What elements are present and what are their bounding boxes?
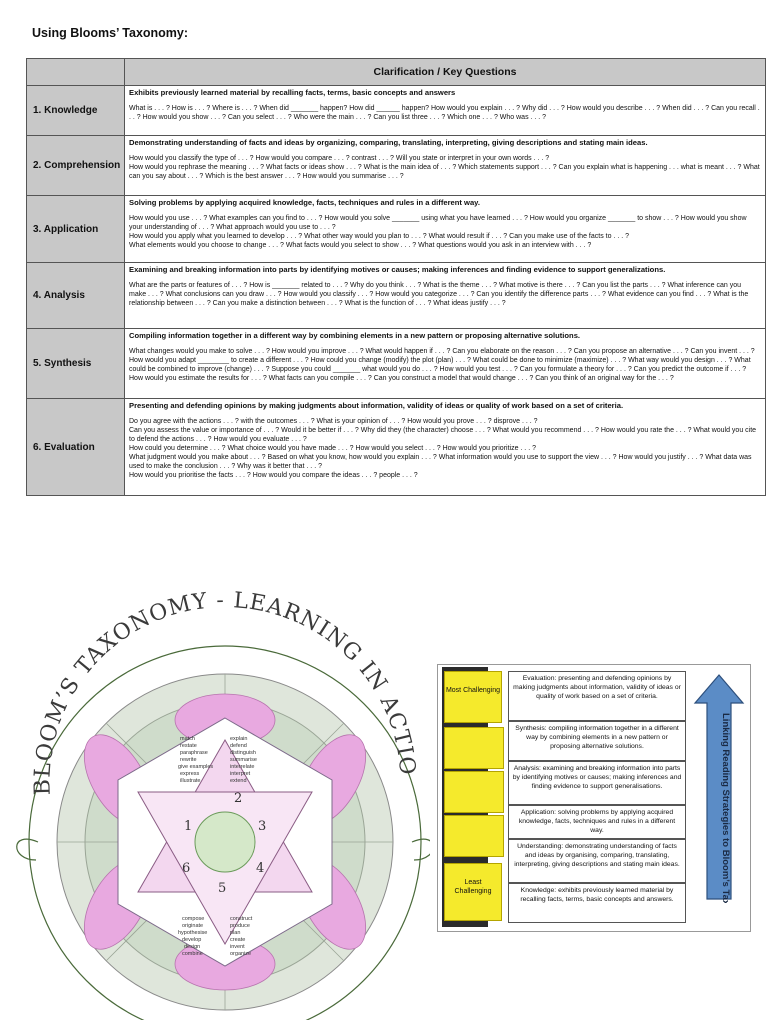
blooms-table: Clarification / Key Questions 1. Knowled… [26, 58, 766, 496]
questions: Do you agree with the actions . . . ? wi… [129, 418, 757, 479]
desc-knowledge: Exhibits previously learned material by … [124, 85, 766, 136]
wheel-words: match restate paraphrase rewrite give ex… [178, 736, 257, 957]
outer-ring [28, 645, 422, 1020]
definition: Compiling information together in a diff… [129, 331, 581, 340]
svg-text:rewrite: rewrite [180, 757, 197, 763]
level-comprehension: 2. Comprehension [26, 135, 125, 196]
panel-level-synthesis: Synthesis: compiling information togethe… [508, 721, 686, 761]
definition: Presenting and defending opinions by mak… [129, 401, 624, 410]
svg-text:hypothesise: hypothesise [178, 930, 207, 936]
level-application: 3. Application [26, 195, 125, 263]
svg-text:paraphrase: paraphrase [180, 750, 208, 756]
desc-analysis: Examining and breaking information into … [124, 262, 766, 329]
center-circle [194, 811, 256, 873]
level-knowledge: 1. Knowledge [26, 85, 125, 136]
svg-text:3: 3 [258, 819, 266, 834]
panel-level-understanding: Understanding: demonstrating understandi… [508, 839, 686, 883]
desc-comprehension: Demonstrating understanding of facts and… [124, 135, 766, 196]
svg-text:6: 6 [182, 861, 190, 876]
panel-level-knowledge: Knowledge: exhibits previously learned m… [508, 883, 686, 923]
blooms-wheel: 2 3 4 5 6 1 match restate paraphrase rew… [0, 590, 430, 1020]
svg-text:4: 4 [256, 861, 264, 876]
svg-text:restate: restate [180, 743, 197, 749]
svg-text:give examples: give examples [178, 764, 213, 770]
svg-text:illustrate: illustrate [180, 778, 200, 784]
svg-text:design: design [184, 944, 200, 950]
svg-text:produce: produce [230, 923, 250, 929]
desc-synthesis: Compiling information together in a diff… [124, 328, 766, 399]
table-row: 3. Application Solving problems by apply… [26, 195, 766, 263]
svg-text:construct: construct [230, 916, 253, 922]
level-synthesis: 5. Synthesis [26, 328, 125, 399]
arrow-label: Linking Reading Strategies to Bloom’s Ta… [720, 713, 731, 903]
svg-text:5: 5 [218, 881, 226, 896]
table-row: 2. Comprehension Demonstrating understan… [26, 135, 766, 196]
svg-text:summarise: summarise [230, 757, 257, 763]
svg-text:express: express [180, 771, 200, 777]
questions: What changes would you make to solve . .… [129, 348, 755, 382]
svg-text:1: 1 [184, 819, 192, 834]
panel-level-application: Application: solving problems by applyin… [508, 805, 686, 839]
svg-text:interrelate: interrelate [230, 764, 254, 770]
svg-text:interpret: interpret [230, 771, 251, 777]
questions: What is . . . ? How is . . . ? Where is … [129, 105, 760, 121]
svg-text:invent: invent [230, 944, 245, 950]
panel-level-analysis: Analysis: examining and breaking informa… [508, 761, 686, 805]
table-row: 5. Synthesis Compiling information toget… [26, 328, 766, 399]
svg-text:plan: plan [230, 930, 240, 936]
svg-text:organize: organize [230, 951, 251, 957]
level-evaluation: 6. Evaluation [26, 398, 125, 496]
definition: Solving problems by applying acquired kn… [129, 198, 480, 207]
table-row: 4. Analysis Examining and breaking infor… [26, 262, 766, 329]
questions: How would you use . . . ? What examples … [129, 215, 747, 249]
svg-text:combine: combine [182, 951, 203, 957]
sticky-note [444, 771, 504, 813]
svg-text:extend: extend [230, 778, 247, 784]
questions: What are the parts or features of . . . … [129, 282, 749, 307]
up-arrow-icon: Linking Reading Strategies to Bloom’s Ta… [693, 674, 745, 903]
questions: How would you classify the type of . . .… [129, 155, 760, 180]
hex-numbers: 2 3 4 5 6 1 [182, 791, 266, 896]
table-row: 1. Knowledge Exhibits previously learned… [26, 85, 766, 136]
svg-text:defend: defend [230, 743, 247, 749]
sticky-most-challenging: Most Challenging [444, 671, 502, 723]
table-header-row: Clarification / Key Questions [26, 58, 766, 86]
header-clarification: Clarification / Key Questions [124, 58, 766, 86]
svg-text:develop: develop [182, 937, 201, 943]
sticky-note [444, 815, 504, 857]
sticky-note [444, 727, 504, 769]
svg-text:match: match [180, 736, 195, 742]
table-row: 6. Evaluation Presenting and defending o… [26, 398, 766, 496]
svg-text:create: create [230, 937, 245, 943]
desc-application: Solving problems by applying acquired kn… [124, 195, 766, 263]
sticky-least-challenging: Least Challenging [444, 863, 502, 921]
svg-text:compose: compose [182, 916, 204, 922]
definition: Examining and breaking information into … [129, 265, 666, 274]
svg-text:2: 2 [234, 791, 242, 806]
header-blank [26, 58, 125, 86]
level-analysis: 4. Analysis [26, 262, 125, 329]
reading-strategies-panel: Most Challenging Least Challenging Evalu… [437, 664, 751, 932]
svg-text:originate: originate [182, 923, 203, 929]
svg-text:explain: explain [230, 736, 247, 742]
definition: Demonstrating understanding of facts and… [129, 138, 648, 147]
page-title: Using Blooms’ Taxonomy: [32, 26, 189, 40]
panel-level-evaluation: Evaluation: presenting and defending opi… [508, 671, 686, 721]
desc-evaluation: Presenting and defending opinions by mak… [124, 398, 766, 496]
definition: Exhibits previously learned material by … [129, 88, 456, 97]
svg-text:distinguish: distinguish [230, 750, 256, 756]
